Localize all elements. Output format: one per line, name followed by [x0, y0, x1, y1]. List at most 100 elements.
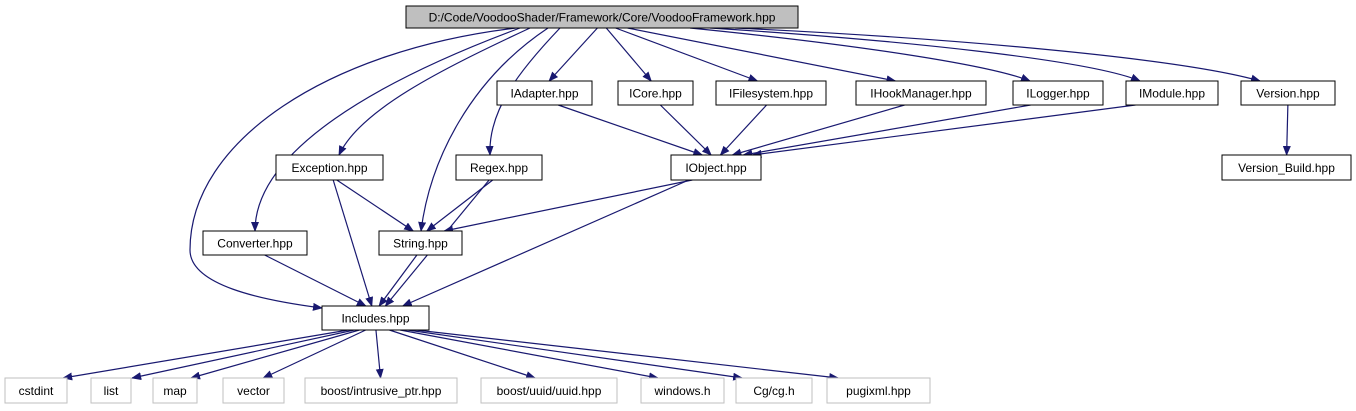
edge-iobject-to-string — [443, 179, 693, 234]
edge-root-to-ifilesystem — [615, 27, 759, 82]
node-vector: vector — [222, 377, 285, 404]
node-iobject[interactable]: IObject.hpp — [670, 154, 762, 181]
edge-root-to-string — [418, 27, 549, 232]
node-box-includes — [321, 305, 430, 331]
node-box-string — [378, 230, 463, 256]
edge-root-to-converter — [251, 27, 521, 232]
node-box-map — [152, 377, 198, 404]
edge-iadapter-to-iobject — [558, 104, 704, 156]
node-converter[interactable]: Converter.hpp — [202, 230, 308, 256]
node-cg: Cg/cg.h — [735, 377, 813, 404]
node-label-converter: Converter.hpp — [217, 237, 293, 251]
edge-converter-to-includes — [264, 254, 367, 307]
node-box-vector — [222, 377, 285, 404]
node-version[interactable]: Version.hpp — [1240, 80, 1336, 106]
node-box-cg — [735, 377, 813, 404]
node-label-intrusive: boost/intrusive_ptr.hpp — [321, 384, 442, 398]
node-ifilesystem[interactable]: IFilesystem.hpp — [715, 80, 827, 106]
node-box-iadapter — [496, 80, 593, 106]
edge-root-to-includes — [189, 27, 517, 311]
edges-layer — [62, 27, 1291, 381]
node-label-cstdint: cstdint — [19, 384, 54, 398]
edge-ifilesystem-to-iobject — [719, 104, 768, 156]
node-label-ilogger: ILogger.hpp — [1026, 87, 1090, 101]
node-cstdint: cstdint — [4, 377, 68, 404]
edge-includes-to-uuid — [389, 329, 537, 379]
node-box-pugixml — [826, 377, 931, 404]
node-box-cstdint — [4, 377, 68, 404]
edge-root-to-iadapter — [548, 27, 598, 82]
node-label-vector: vector — [237, 384, 270, 398]
edge-root-to-icore — [605, 27, 652, 82]
node-box-intrusive — [304, 377, 458, 404]
node-label-iobject: IObject.hpp — [685, 161, 747, 175]
node-box-root — [405, 5, 799, 29]
node-box-ifilesystem — [715, 80, 827, 106]
node-icore[interactable]: ICore.hpp — [617, 80, 694, 106]
node-string[interactable]: String.hpp — [378, 230, 463, 256]
node-label-pugixml: pugixml.hpp — [846, 384, 911, 398]
edge-includes-to-vector — [262, 329, 366, 379]
node-label-string: String.hpp — [393, 237, 448, 251]
node-label-imodule: IModule.hpp — [1139, 87, 1205, 101]
node-box-list — [90, 377, 132, 404]
node-intrusive: boost/intrusive_ptr.hpp — [304, 377, 458, 404]
node-label-ifilesystem: IFilesystem.hpp — [729, 87, 813, 101]
edge-root-to-version — [734, 27, 1261, 83]
node-imodule[interactable]: IModule.hpp — [1125, 80, 1219, 106]
node-label-version: Version.hpp — [1256, 87, 1320, 101]
edge-includes-to-cg — [407, 329, 744, 381]
node-box-converter — [202, 230, 308, 256]
edge-root-to-imodule — [709, 27, 1141, 82]
edge-includes-to-intrusive — [375, 329, 384, 379]
node-uuid: boost/uuid/uuid.hpp — [480, 377, 618, 404]
node-label-windows: windows.h — [653, 384, 710, 398]
node-pugixml: pugixml.hpp — [826, 377, 931, 404]
node-root[interactable]: D:/Code/VoodooShader/Framework/Core/Vood… — [405, 5, 799, 29]
node-box-ilogger — [1012, 80, 1104, 106]
edge-includes-to-windows — [399, 329, 659, 381]
node-box-regex — [455, 154, 543, 181]
edge-includes-to-cstdint — [62, 329, 349, 381]
node-label-iadapter: IAdapter.hpp — [510, 87, 578, 101]
node-label-icore: ICore.hpp — [629, 87, 682, 101]
edge-includes-to-list — [131, 329, 355, 381]
edge-root-to-exception — [338, 27, 531, 156]
edge-ilogger-to-iobject — [742, 104, 1031, 158]
node-box-uuid — [480, 377, 618, 404]
edge-string-to-includes — [378, 254, 418, 307]
edge-includes-to-pugixml — [415, 329, 840, 381]
edge-icore-to-iobject — [659, 104, 712, 156]
node-label-list: list — [104, 384, 119, 398]
node-regex[interactable]: Regex.hpp — [455, 154, 543, 181]
edge-imodule-to-iobject — [751, 104, 1136, 158]
node-exception[interactable]: Exception.hpp — [275, 154, 384, 181]
node-label-root: D:/Code/VoodooShader/Framework/Core/Vood… — [429, 11, 776, 25]
node-box-imodule — [1125, 80, 1219, 106]
node-list: list — [90, 377, 132, 404]
node-ihookmanager[interactable]: IHookManager.hpp — [855, 80, 987, 106]
nodes-layer: D:/Code/VoodooShader/Framework/Core/Vood… — [4, 5, 1352, 404]
node-label-versionbuild: Version_Build.hpp — [1238, 161, 1335, 175]
node-ilogger[interactable]: ILogger.hpp — [1012, 80, 1104, 106]
node-label-uuid: boost/uuid/uuid.hpp — [497, 384, 602, 398]
edge-root-to-ilogger — [689, 27, 1031, 82]
edge-root-to-ihookmanager — [627, 27, 897, 84]
node-box-ihookmanager — [855, 80, 987, 106]
node-label-exception: Exception.hpp — [291, 161, 367, 175]
node-label-regex: Regex.hpp — [470, 161, 528, 175]
edge-version-to-versionbuild — [1282, 104, 1291, 156]
node-box-iobject — [670, 154, 762, 181]
edge-ihookmanager-to-iobject — [731, 104, 905, 157]
node-includes[interactable]: Includes.hpp — [321, 305, 430, 331]
node-iadapter[interactable]: IAdapter.hpp — [496, 80, 593, 106]
node-map: map — [152, 377, 198, 404]
node-box-versionbuild — [1221, 154, 1352, 181]
node-versionbuild[interactable]: Version_Build.hpp — [1221, 154, 1352, 181]
edge-includes-to-map — [190, 329, 360, 380]
node-box-windows — [640, 377, 725, 404]
node-label-ihookmanager: IHookManager.hpp — [870, 87, 972, 101]
node-box-version — [1240, 80, 1336, 106]
edge-exception-to-includes — [332, 179, 374, 307]
